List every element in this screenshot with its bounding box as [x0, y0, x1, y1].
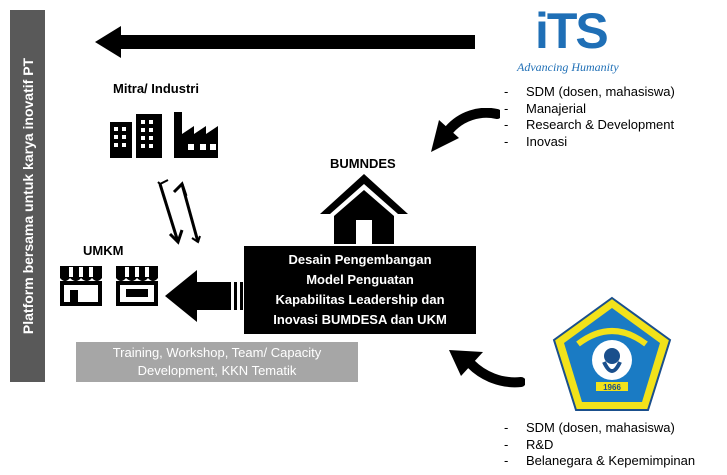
list-item: Research & Development	[504, 117, 675, 134]
institution-seal-logo: 1966	[552, 296, 672, 411]
curved-arrow-bottom	[449, 350, 525, 388]
center-model-box: Desain Pengembangan Model Penguatan Kapa…	[244, 246, 476, 334]
bidirectional-arrows	[157, 179, 201, 245]
list-item: Manajerial	[504, 101, 675, 118]
sidebar-label: Platform bersama untuk karya inovatif PT	[19, 57, 36, 335]
training-line: Development, KKN Tematik	[137, 363, 297, 378]
umkm-label: UMKM	[83, 243, 124, 258]
list-item: SDM (dosen, mahasiswa)	[504, 420, 695, 437]
its-logo: iTS Advancing Humanity	[517, 3, 657, 76]
top-left-arrow	[95, 26, 475, 58]
center-box-line: Desain Pengembangan	[288, 252, 432, 267]
bumndes-label: BUMNDES	[330, 156, 396, 171]
shop-icon	[60, 266, 102, 306]
house-icon	[320, 174, 408, 244]
box-to-umkm-arrow	[165, 270, 243, 322]
training-box: Training, Workshop, Team/ Capacity Devel…	[76, 342, 358, 382]
its-contributions-list: SDM (dosen, mahasiswa) Manajerial Resear…	[504, 84, 675, 150]
seal-year: 1966	[603, 383, 621, 392]
training-line: Training, Workshop, Team/ Capacity	[112, 345, 322, 360]
platform-sidebar: Platform bersama untuk karya inovatif PT	[10, 10, 45, 382]
bottom-contributions-list: SDM (dosen, mahasiswa) R&D Belanegara & …	[504, 420, 695, 470]
mitra-label: Mitra/ Industri	[113, 81, 199, 96]
list-item: Belanegara & Kepemimpinan	[504, 453, 695, 470]
center-box-line: Kapabilitas Leadership dan	[275, 292, 445, 307]
list-item: Inovasi	[504, 134, 675, 151]
its-logo-tagline: Advancing Humanity	[517, 60, 619, 74]
its-logo-word: iTS	[535, 3, 609, 59]
center-box-line: Model Penguatan	[306, 272, 414, 287]
list-item: SDM (dosen, mahasiswa)	[504, 84, 675, 101]
factory-icon	[174, 112, 218, 158]
list-item: R&D	[504, 437, 695, 454]
center-box-line: Inovasi BUMDESA dan UKM	[273, 312, 447, 327]
curved-arrow-its	[431, 108, 500, 152]
office-buildings-icon	[110, 114, 162, 158]
store-icon	[116, 266, 158, 306]
